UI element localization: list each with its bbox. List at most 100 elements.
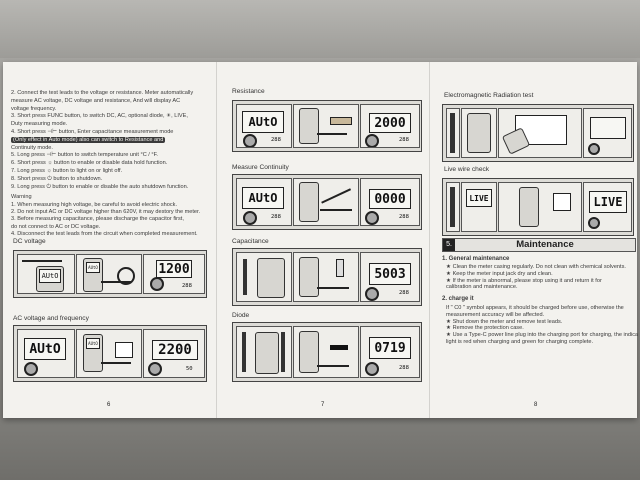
- dial-icon: [365, 211, 379, 225]
- dc-lcd-value: 1200: [156, 260, 192, 278]
- dc-meter-box: AUtO: [17, 254, 75, 294]
- ac-voltage-illustration: AUtO AUtO 2200 50: [13, 325, 207, 382]
- dial-icon: [243, 211, 257, 225]
- page-7: Resistance AUtO 288 2000 288 Measure Con…: [216, 62, 430, 418]
- microwave-box: [498, 108, 582, 158]
- text-line: 6. Short press ☼ button to enable or dis…: [11, 160, 168, 167]
- dc-connection-box: AUtO: [76, 254, 142, 294]
- continuity-title: Measure Continuity: [232, 164, 289, 171]
- text-line: 9. Long press ⏻ button to enable or disa…: [11, 183, 189, 190]
- meter-icon: [299, 331, 319, 373]
- ac-meter-lcd: AUtO: [24, 338, 66, 360]
- lcd-sub: 288: [399, 214, 409, 220]
- text-line: light is red when charging and green for…: [446, 339, 594, 345]
- lead-wire: [320, 209, 352, 211]
- text-line: 3. Short press FUNC button, to switch DC…: [11, 113, 188, 120]
- wall-socket-icon: [553, 193, 571, 211]
- text-line: 7. Long press ☼ button to light on or li…: [11, 168, 123, 174]
- dial-icon: [365, 134, 379, 147]
- ac-connection-box: AUtO: [76, 329, 142, 378]
- meter-icon: AUtO: [83, 334, 103, 372]
- text-line: ★ Remove the protection case.: [446, 325, 524, 332]
- text-line: measurement accuracy will be affected.: [446, 311, 545, 318]
- continuity-lcd-box: 0000 288: [360, 178, 420, 226]
- text-line: calibration and maintenance.: [446, 284, 518, 291]
- resistor-icon: [330, 117, 352, 125]
- diode-connection-box: [293, 326, 359, 378]
- capacitance-lcd-value: 5003: [369, 263, 411, 285]
- dc-voltage-title: DC voltage: [13, 238, 46, 245]
- lcd-sub: 288: [399, 137, 409, 143]
- probe-icon: [281, 332, 285, 372]
- meter-icon: AUtO: [83, 258, 103, 292]
- general-maintenance-title: 1. General maintenance: [442, 256, 510, 262]
- lead-wire: [317, 287, 349, 289]
- ac-lcd-value: 2200: [152, 340, 198, 360]
- text-line: 1. When measuring high voltage, be caref…: [11, 202, 178, 208]
- text-line: 4. Disconnect the test leads from the ci…: [11, 230, 198, 237]
- diode-lcd-value: 0719: [369, 337, 411, 359]
- text-line: 2. Connect the test leads to the voltage…: [11, 90, 194, 96]
- page-number: 6: [107, 402, 111, 408]
- resistance-meter-box: AUtO 288: [236, 104, 292, 148]
- text-line: do not connect to AC or DC voltage.: [11, 223, 101, 230]
- diode-title: Diode: [232, 312, 250, 319]
- probe-icon: [450, 113, 455, 153]
- text-line: Continuity mode.: [11, 144, 53, 151]
- emr-title: Electromagnetic Radiation test: [444, 92, 534, 99]
- lcd-sub: 288: [271, 214, 281, 220]
- continuity-illustration: AUtO 288 0000 288: [232, 174, 422, 230]
- resistance-connection-box: [293, 104, 359, 148]
- meter-icon: [519, 187, 539, 227]
- meter-icon: [255, 332, 279, 374]
- booklet-top-fold: [0, 0, 640, 58]
- emr-meter-box: [461, 108, 497, 158]
- ac-lcd-sub: 50: [186, 366, 193, 372]
- live-wire-illustration: LIVE LIVE: [442, 178, 634, 236]
- dc-lcd-box: 1200 288: [143, 254, 205, 294]
- warning-title: Warning: [11, 194, 32, 200]
- dc-voltage-illustration: AUtO AUtO 1200 288: [13, 250, 207, 298]
- text-line: voltage frequency.: [11, 105, 57, 112]
- text-line: ★ Use a Type-C power line plug into the …: [446, 332, 638, 339]
- manual-booklet: 2. Connect the test leads to the voltage…: [3, 62, 638, 418]
- meter-side-box: [446, 182, 460, 232]
- lead-wire: [317, 365, 349, 367]
- text-line: ★ Shut down the meter and remove test le…: [446, 318, 563, 325]
- capacitance-connection-box: [293, 252, 359, 302]
- page-number: 8: [534, 402, 538, 408]
- diode-lcd-box: 0719 288: [360, 326, 420, 378]
- meter-icon: [299, 108, 319, 144]
- text-line: 2. Do not input AC or DC voltage higher …: [11, 209, 201, 216]
- diode-illustration: 0719 288: [232, 322, 422, 382]
- ac-lcd-box: 2200 50: [143, 329, 205, 378]
- wall-socket-icon: [115, 342, 133, 358]
- live-wire-title: Live wire check: [444, 166, 490, 173]
- lead-wire: [101, 362, 131, 364]
- probe-icon: [242, 332, 246, 372]
- continuity-lcd-value: 0000: [369, 189, 411, 209]
- ac-voltage-title: AC voltage and frequency: [13, 315, 89, 322]
- meter-icon: AUtO: [36, 266, 64, 292]
- dial-icon: [588, 217, 600, 229]
- resistance-lcd-value: 2000: [369, 113, 411, 133]
- meter-icon: [299, 182, 319, 222]
- emr-lcd-box: [583, 108, 632, 158]
- lcd-sub: 288: [399, 290, 409, 296]
- dial-icon: [365, 362, 379, 376]
- capacitance-meter-box: [236, 252, 292, 302]
- meter-lcd: AUtO: [86, 262, 100, 273]
- text-line: 5. Long press ⊣⊢ button to switch temper…: [11, 152, 158, 159]
- ac-meter-box: AUtO: [17, 329, 75, 378]
- lead-wire: [317, 133, 347, 135]
- meter-side-box: [446, 108, 460, 158]
- lcd-sub: 288: [399, 365, 409, 371]
- continuity-meter-lcd: AUtO: [242, 187, 284, 209]
- live-lcd-box: LIVE: [583, 182, 632, 232]
- meter-lcd: AUtO: [39, 269, 61, 283]
- lead-wire: [101, 281, 131, 283]
- text-line: 8. Short press ⏻ button to shutdown.: [11, 175, 103, 182]
- capacitance-title: Capacitance: [232, 238, 269, 245]
- meter-icon: [257, 258, 285, 298]
- continuity-connection-box: [293, 178, 359, 226]
